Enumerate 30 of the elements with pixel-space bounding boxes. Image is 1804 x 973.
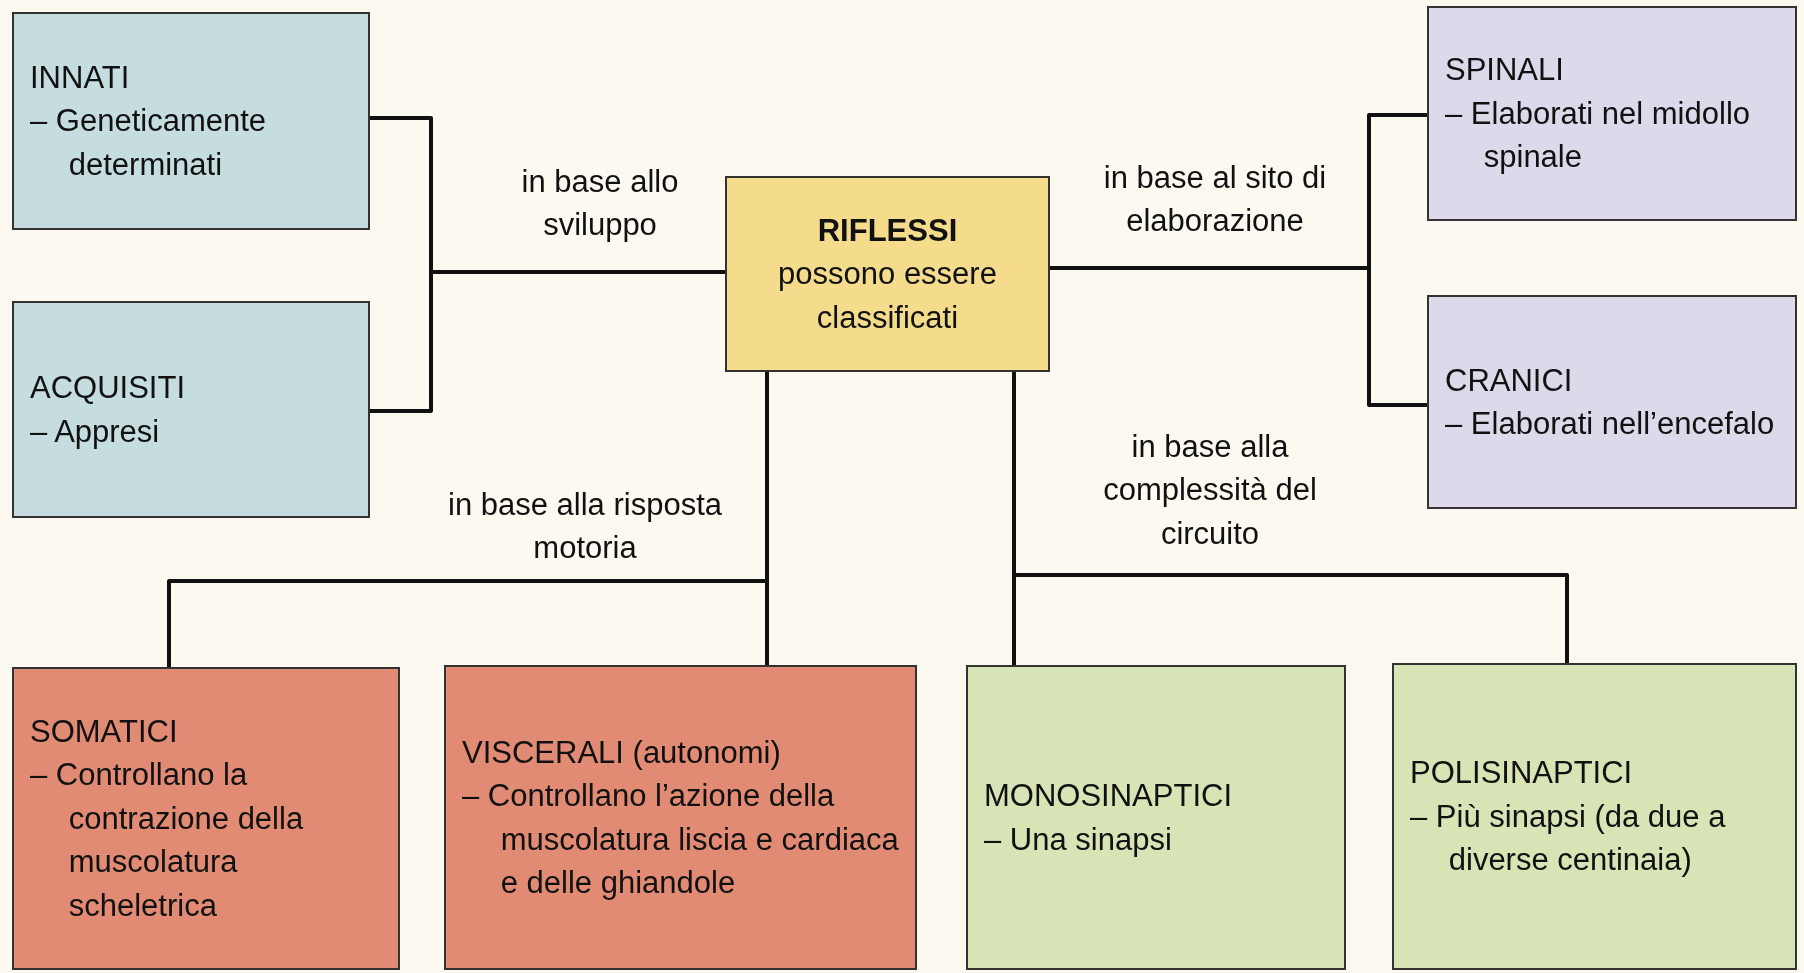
connector-line bbox=[765, 372, 769, 665]
category-title: VISCERALI (autonomi) bbox=[462, 733, 782, 772]
category-title: SOMATICI bbox=[30, 713, 179, 751]
connector-line bbox=[370, 270, 725, 413]
category-box bbox=[1427, 6, 1797, 221]
category-description: – Geneticamente determinati bbox=[30, 102, 268, 184]
category-title: INNATI bbox=[30, 58, 131, 97]
category-box bbox=[966, 665, 1346, 970]
category-box bbox=[1392, 663, 1797, 970]
category-description: – Elaborati nel midollo spinale bbox=[1445, 94, 1751, 177]
category-description: – Controllano l’azione della muscolatura liscia e cardiaca e delle ghiandole bbox=[462, 777, 899, 902]
category-description: – Controllano la contrazione della muscolatura scheletrica bbox=[30, 756, 305, 925]
category-box bbox=[444, 665, 917, 970]
category-description: – Più sinapsi (da due a diverse centinaia) bbox=[1410, 797, 1727, 880]
category-box bbox=[12, 667, 400, 970]
category-description: – Elaborati nell’encefalo bbox=[1445, 405, 1776, 443]
category-title: RIFLESSI bbox=[817, 211, 958, 250]
category-description: – Una sinapsi bbox=[984, 820, 1173, 859]
category-box bbox=[1427, 295, 1797, 509]
category-title: SPINALI bbox=[1445, 51, 1565, 90]
category-box bbox=[12, 12, 370, 230]
category-title: CRANICI bbox=[1445, 361, 1574, 400]
category-description: possono essere classificati bbox=[777, 255, 998, 337]
category-description: – Appresi bbox=[30, 412, 161, 451]
category-box bbox=[725, 176, 1050, 372]
category-box bbox=[12, 301, 370, 518]
connector-line bbox=[1050, 266, 1427, 407]
category-title: ACQUISITI bbox=[30, 369, 186, 408]
category-title: MONOSINAPTICI bbox=[984, 777, 1233, 816]
category-title: POLISINAPTICI bbox=[1410, 754, 1634, 793]
